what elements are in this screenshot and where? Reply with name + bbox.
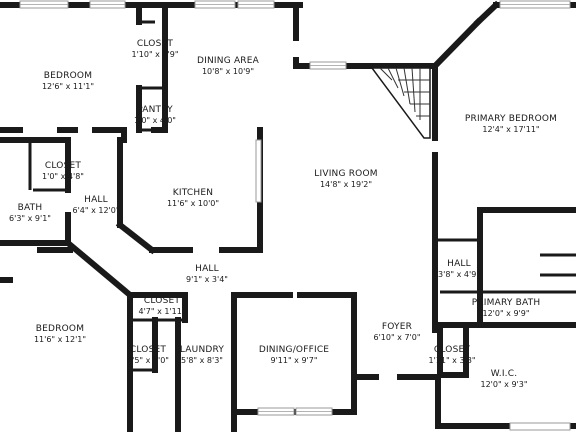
- room-wic: W.I.C. 12'0" x 9'3": [480, 369, 527, 389]
- room-name: PRIMARY BATH: [472, 298, 541, 308]
- room-closet-w: CLOSET 1'0" x 4'8": [42, 161, 84, 181]
- windows: [19, 0, 571, 431]
- room-name: CLOSET: [434, 345, 470, 355]
- room-dims: 1'0" x 4'8": [42, 172, 84, 181]
- room-dims: 3'8" x 4'9": [438, 270, 480, 279]
- room-name: LAUNDRY: [180, 345, 225, 355]
- room-laundry: LAUNDRY 5'8" x 8'3": [180, 345, 225, 365]
- room-closet-sw2: CLOSET 2'5" x 6'0": [127, 345, 169, 365]
- room-bedroom-sw: BEDROOM 11'6" x 12'1": [34, 324, 86, 344]
- room-name: BEDROOM: [36, 324, 84, 334]
- room-name: CLOSET: [130, 345, 166, 355]
- room-name: CLOSET: [45, 161, 81, 171]
- room-pantry: PANTRY 1'0" x 4'0": [134, 105, 176, 125]
- room-closet-n: CLOSET 1'10" x 6'9": [131, 39, 178, 59]
- room-dims: 1'11" x 3'8": [428, 356, 475, 365]
- room-dims: 2'5" x 6'0": [127, 356, 169, 365]
- room-primary-bedroom: PRIMARY BEDROOM 12'4" x 17'11": [465, 114, 557, 134]
- room-name: CLOSET: [137, 39, 173, 49]
- room-dining-office: DINING/OFFICE 9'11" x 9'7": [259, 345, 329, 365]
- room-closet-e: CLOSET 1'11" x 3'8": [428, 345, 475, 365]
- room-dining-area: DINING AREA 10'8" x 10'9": [197, 56, 260, 76]
- room-dims: 11'6" x 10'0": [167, 199, 219, 208]
- room-name: BEDROOM: [44, 71, 92, 81]
- room-name: PRIMARY BEDROOM: [465, 114, 557, 124]
- room-name: W.I.C.: [491, 369, 518, 379]
- stairs: [370, 67, 431, 139]
- room-kitchen: KITCHEN 11'6" x 10'0": [167, 188, 219, 208]
- room-dims: 1'10" x 6'9": [131, 50, 178, 59]
- room-dims: 6'10" x 7'0": [373, 333, 420, 342]
- room-hall-c: HALL 9'1" x 3'4": [186, 264, 228, 284]
- room-primary-bath: PRIMARY BATH 12'0" x 9'9": [472, 298, 541, 318]
- room-dims: 12'0" x 9'3": [480, 380, 527, 389]
- room-name: DINING/OFFICE: [259, 345, 329, 355]
- room-name: CLOSET: [144, 296, 180, 306]
- room-name: LIVING ROOM: [314, 169, 377, 179]
- room-dims: 11'6" x 12'1": [34, 335, 86, 344]
- room-closet-sw1: CLOSET 4'7" x 1'11": [138, 296, 185, 316]
- room-bath: BATH 6'3" x 9'1": [9, 203, 51, 223]
- room-name: HALL: [195, 264, 219, 274]
- room-name: BATH: [18, 203, 43, 213]
- room-name: HALL: [447, 259, 471, 269]
- room-dims: 6'3" x 9'1": [9, 214, 51, 223]
- room-dims: 10'8" x 10'9": [202, 67, 254, 76]
- room-living-room: LIVING ROOM 14'8" x 19'2": [314, 169, 377, 189]
- room-dims: 1'0" x 4'0": [134, 116, 176, 125]
- room-name: DINING AREA: [197, 56, 260, 66]
- room-name: KITCHEN: [173, 188, 213, 198]
- room-dims: 12'6" x 11'1": [42, 82, 94, 91]
- room-bedroom-nw: BEDROOM 12'6" x 11'1": [42, 71, 94, 91]
- room-dims: 5'8" x 8'3": [181, 356, 223, 365]
- room-dims: 12'0" x 9'9": [482, 309, 529, 318]
- room-hall-e: HALL 3'8" x 4'9": [438, 259, 480, 279]
- room-name: PANTRY: [137, 105, 173, 115]
- room-foyer: FOYER 6'10" x 7'0": [373, 322, 420, 342]
- room-dims: 9'1" x 3'4": [186, 275, 228, 284]
- room-dims: 9'11" x 9'7": [270, 356, 317, 365]
- room-dims: 4'7" x 1'11": [138, 307, 185, 316]
- room-name: HALL: [84, 195, 108, 205]
- room-dims: 6'4" x 12'0": [72, 206, 119, 215]
- room-dims: 14'8" x 19'2": [320, 180, 372, 189]
- room-hall-w: HALL 6'4" x 12'0": [72, 195, 119, 215]
- room-name: FOYER: [382, 322, 412, 332]
- room-dims: 12'4" x 17'11": [482, 125, 539, 134]
